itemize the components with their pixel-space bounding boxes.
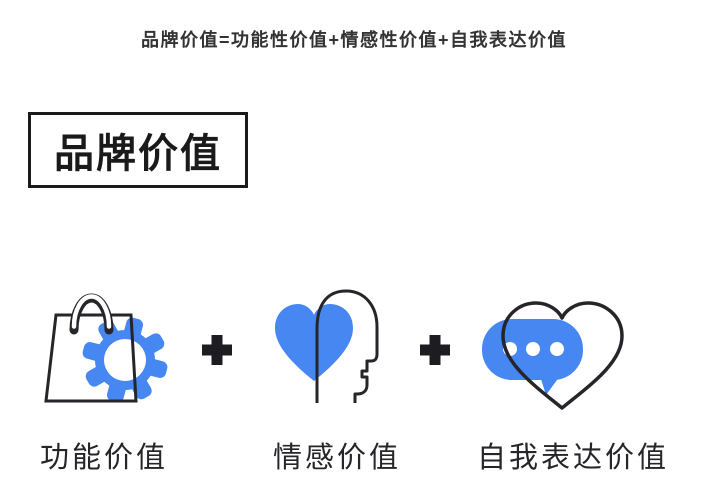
shopping-bag-gear-icon bbox=[44, 293, 168, 403]
plus-icon bbox=[202, 335, 232, 365]
heart-outline-icon bbox=[501, 301, 624, 410]
brand-value-box: 品牌价值 bbox=[28, 112, 248, 188]
bubble-dots bbox=[503, 342, 564, 356]
bag-handle bbox=[69, 293, 114, 335]
head-profile-icon bbox=[315, 289, 379, 403]
speech-bubble-icon bbox=[482, 319, 583, 395]
speech-bubble-heart-icon bbox=[482, 301, 624, 410]
heart-icon bbox=[275, 304, 353, 381]
brand-value-label: 品牌价值 bbox=[54, 132, 222, 176]
emotional-value-label: 情感价值 bbox=[273, 442, 402, 474]
plus-icon bbox=[420, 335, 450, 365]
self-expression-value-label: 自我表达价值 bbox=[477, 442, 670, 474]
formula-title: 品牌价值=功能性价值+情感性价值+自我表达价值 bbox=[140, 30, 568, 50]
heart-head-icon bbox=[275, 289, 379, 403]
functional-value-label: 功能价值 bbox=[40, 442, 169, 474]
